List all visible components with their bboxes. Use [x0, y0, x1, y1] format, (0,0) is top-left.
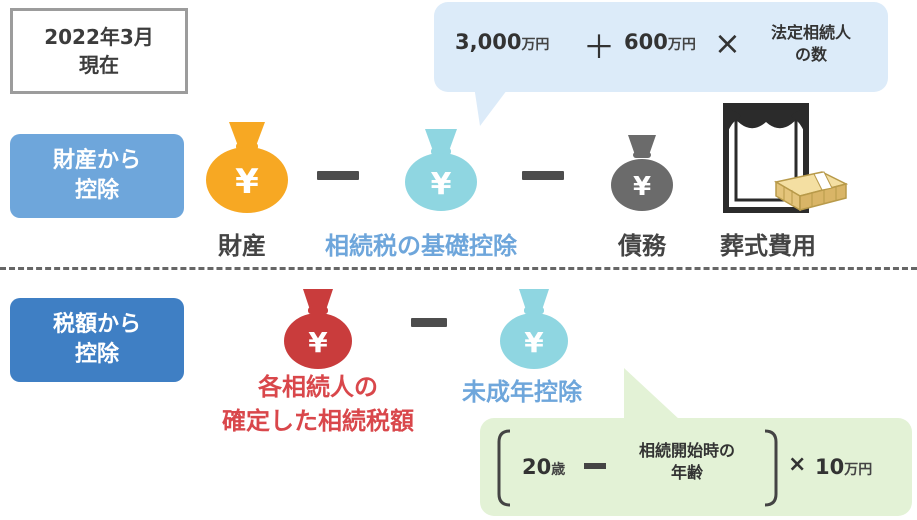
- formula-unit-man-yen-2: 万円: [667, 37, 696, 53]
- minus-sign-3: [411, 318, 447, 327]
- money-bag-basic-deduction-icon: ¥: [405, 129, 477, 211]
- times-sign: ×: [714, 24, 741, 62]
- formula-basic: 3,000万円: [455, 30, 549, 54]
- formula-600: 600万円: [624, 30, 696, 54]
- legal-heirs-line1: 法定相続人: [770, 23, 851, 42]
- label-debts: 債務: [618, 232, 666, 260]
- basic-deduction-formula-bubble: [434, 2, 888, 92]
- age-unit: 歳: [551, 462, 566, 478]
- formula-amount-3000: 3,000: [455, 30, 522, 54]
- right-bracket-icon: [764, 429, 778, 507]
- age-at-inheritance-line2: 年齢: [670, 463, 703, 482]
- label-minor-deduction: 未成年控除: [462, 378, 582, 406]
- yen-symbol: ¥: [308, 326, 328, 359]
- yen-symbol: ¥: [431, 167, 452, 202]
- amount-10-value: 10: [815, 455, 845, 479]
- label-assets: 財産: [218, 232, 266, 260]
- section-tax-line2: 控除: [74, 342, 119, 367]
- funeral-portrait-with-money-icon: [723, 103, 848, 213]
- yen-symbol: ¥: [235, 162, 259, 202]
- legal-heirs-count: 法定相続人 の数: [752, 22, 870, 66]
- plus-sign: ＋: [583, 28, 616, 66]
- label-basic-deduction: 相続税の基礎控除: [325, 232, 517, 260]
- heir-tax-line2: 確定した相続税額: [222, 407, 414, 435]
- money-bag-debts-icon: ¥: [611, 135, 673, 211]
- age-20-value: 20: [522, 455, 552, 479]
- date-line: 2022年3月: [44, 25, 154, 49]
- age-at-inheritance-line1: 相続開始時の: [638, 441, 735, 460]
- heir-tax-line1: 各相続人の: [258, 373, 378, 401]
- bubble-tail-green: [624, 368, 680, 420]
- legal-heirs-line2: の数: [794, 45, 827, 64]
- minus-sign-formula: [584, 463, 606, 469]
- minor-deduction-formula-bubble: [480, 418, 912, 516]
- date-box: 2022年3月 現在: [10, 8, 188, 94]
- yen-symbol: ¥: [524, 326, 544, 359]
- formula-amount-600: 600: [624, 30, 668, 54]
- section-label-tax-deduction: 税額から 控除: [10, 298, 184, 382]
- amount-unit: 万円: [844, 462, 873, 478]
- section-label-estate-deduction: 財産から 控除: [10, 134, 184, 218]
- money-bag-assets-icon: ¥: [206, 122, 288, 213]
- bubble-tail-blue: [474, 86, 510, 126]
- age-at-inheritance: 相続開始時の 年齢: [612, 440, 762, 484]
- left-bracket-icon: [497, 429, 511, 507]
- section-estate-line2: 控除: [74, 178, 119, 203]
- yen-symbol: ¥: [633, 172, 651, 202]
- formula-unit-man-yen: 万円: [521, 37, 550, 53]
- money-bag-minor-deduction-icon: ¥: [500, 289, 568, 369]
- minus-sign-2: [522, 171, 564, 180]
- section-estate-line1: 財産から: [52, 148, 141, 173]
- date-current: 現在: [79, 53, 119, 77]
- section-divider: [0, 267, 917, 270]
- times-sign-formula: ×: [788, 452, 807, 477]
- formula-age-20: 20歳: [522, 455, 565, 479]
- minus-sign-1: [317, 171, 359, 180]
- formula-10-man-yen: 10万円: [815, 455, 872, 479]
- label-funeral-expenses: 葬式費用: [720, 232, 816, 260]
- money-bag-heir-tax-icon: ¥: [284, 289, 352, 369]
- section-tax-line1: 税額から: [52, 312, 141, 337]
- label-heir-confirmed-tax: 各相続人の 確定した相続税額: [200, 370, 436, 438]
